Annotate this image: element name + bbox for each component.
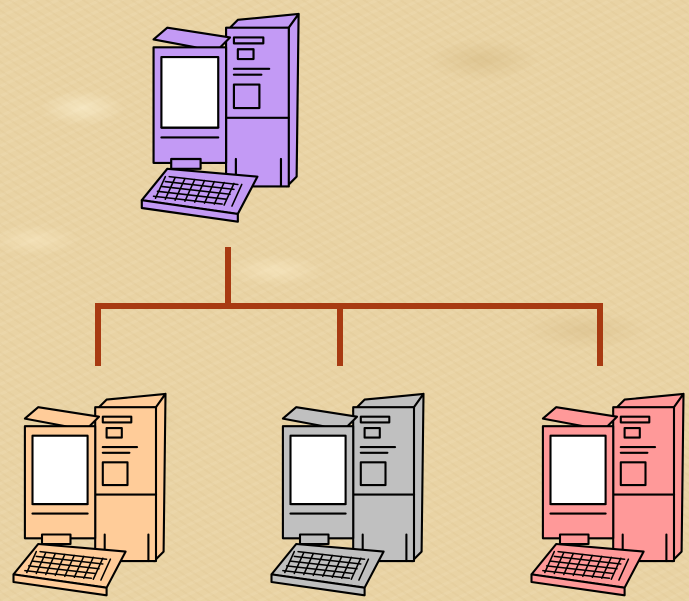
client-computer-icon-1: [12, 392, 167, 597]
network-connector-lines: [95, 247, 603, 366]
client-computer-icon-2: [270, 392, 425, 597]
server-computer-icon: [140, 12, 300, 223]
client-computer-icon-3: [530, 392, 685, 597]
